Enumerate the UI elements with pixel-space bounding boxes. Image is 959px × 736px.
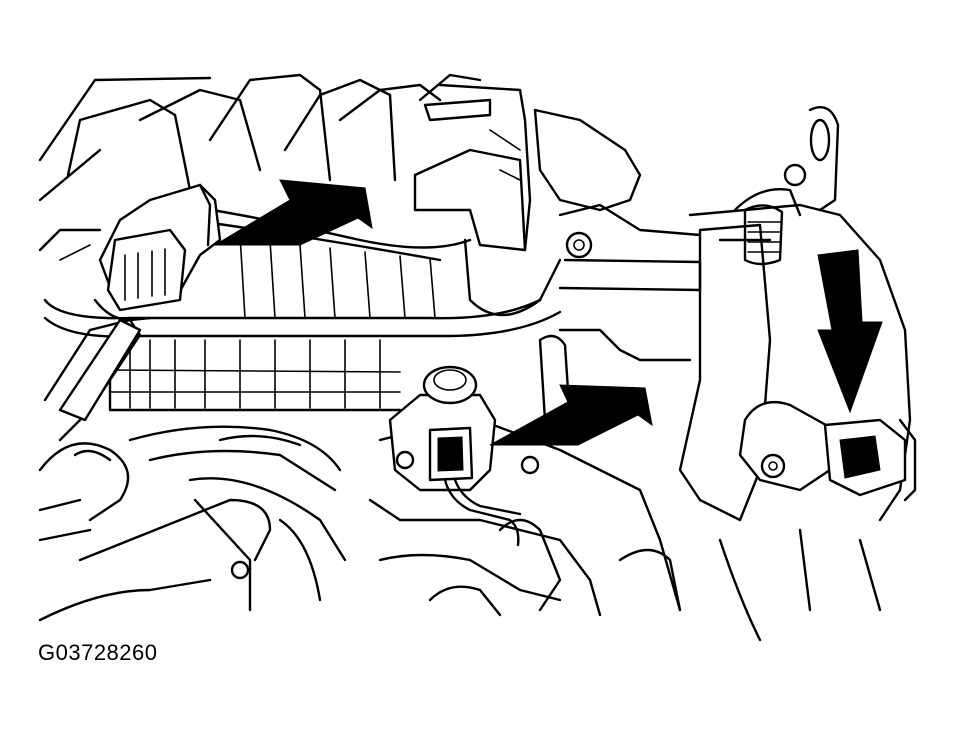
figure-id-label: G03728260 [38, 640, 158, 665]
lower-left-hoses [38, 318, 347, 622]
arrow-to-manifold-connector [213, 179, 373, 246]
upper-housing [413, 83, 702, 259]
intake-runners [38, 73, 482, 261]
arrow-to-throttle-position-sensor [817, 249, 883, 414]
intake-manifold-body [43, 203, 562, 412]
center-sensor [388, 365, 522, 547]
throttle-position-sensor [738, 400, 917, 502]
left-harness-connector [58, 183, 222, 422]
arrow-to-center-sensor [489, 384, 653, 446]
